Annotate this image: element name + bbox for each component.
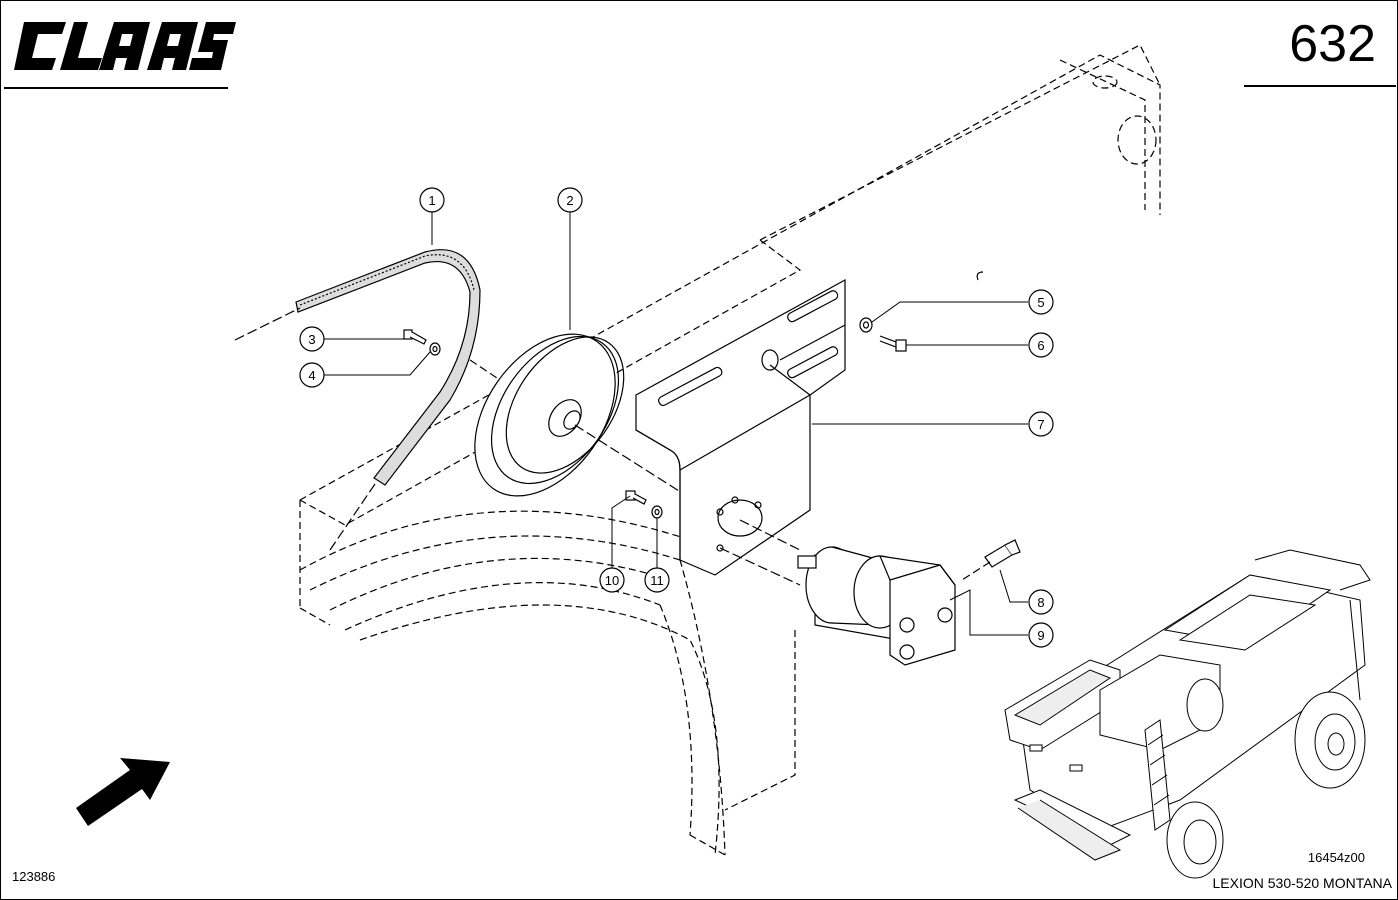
callout-circle-1 — [419, 187, 445, 213]
callout-circle-5 — [1028, 289, 1054, 315]
callout-number-4: 4 — [308, 368, 315, 383]
washer-5 — [859, 317, 873, 333]
pulley — [469, 333, 691, 499]
callout-number-3: 3 — [308, 332, 315, 347]
callout-circle-6 — [1028, 332, 1054, 358]
callout-circle-9 — [1028, 622, 1054, 648]
callout-circle-11 — [644, 567, 670, 593]
callout-number-6: 6 — [1037, 338, 1044, 353]
callout-circle-2 — [557, 187, 583, 213]
washer-11 — [651, 505, 663, 519]
frame-beam — [299, 44, 1161, 856]
callout-circle-7 — [1028, 411, 1054, 437]
callout-circle-10 — [599, 567, 625, 593]
leader-lines — [324, 212, 1028, 636]
hydraulic-motor — [797, 546, 956, 666]
callouts — [299, 187, 1054, 648]
callout-circle-3 — [299, 326, 325, 352]
hydraulic-fitting — [961, 539, 1021, 581]
callout-number-8: 8 — [1037, 595, 1044, 610]
page-number: 632 — [1289, 15, 1376, 73]
hole-mark — [976, 271, 984, 281]
model-name: LEXION 530-520 MONTANA — [1212, 875, 1392, 891]
callout-number-11: 11 — [650, 573, 664, 588]
callout-number-9: 9 — [1037, 628, 1044, 643]
direction-arrow-icon — [76, 758, 170, 826]
callout-number-2: 2 — [566, 193, 573, 208]
callout-number-1: 1 — [428, 193, 435, 208]
washer-4 — [429, 342, 441, 356]
callout-circle-8 — [1028, 589, 1054, 615]
image-reference: 16454z00 — [1307, 850, 1365, 865]
claas-logo — [14, 20, 236, 72]
drawing-reference: 123886 — [12, 869, 56, 884]
bolt-10 — [625, 490, 647, 505]
callout-number-5: 5 — [1037, 295, 1044, 310]
page-number-underline — [1244, 85, 1396, 87]
callout-circle-4 — [299, 362, 325, 388]
callout-numbers: 1 2 3 4 5 6 7 8 9 10 11 — [308, 193, 1044, 643]
bolt-6 — [879, 335, 907, 352]
bolt-3 — [403, 329, 427, 345]
combine-harvester-thumbnail — [1004, 549, 1371, 879]
callout-number-10: 10 — [605, 573, 619, 588]
claas-logo-graphic — [14, 22, 236, 70]
mounting-bracket — [635, 278, 846, 586]
logo-underline — [4, 87, 228, 89]
v-belt — [234, 249, 481, 551]
callout-number-7: 7 — [1037, 417, 1044, 432]
